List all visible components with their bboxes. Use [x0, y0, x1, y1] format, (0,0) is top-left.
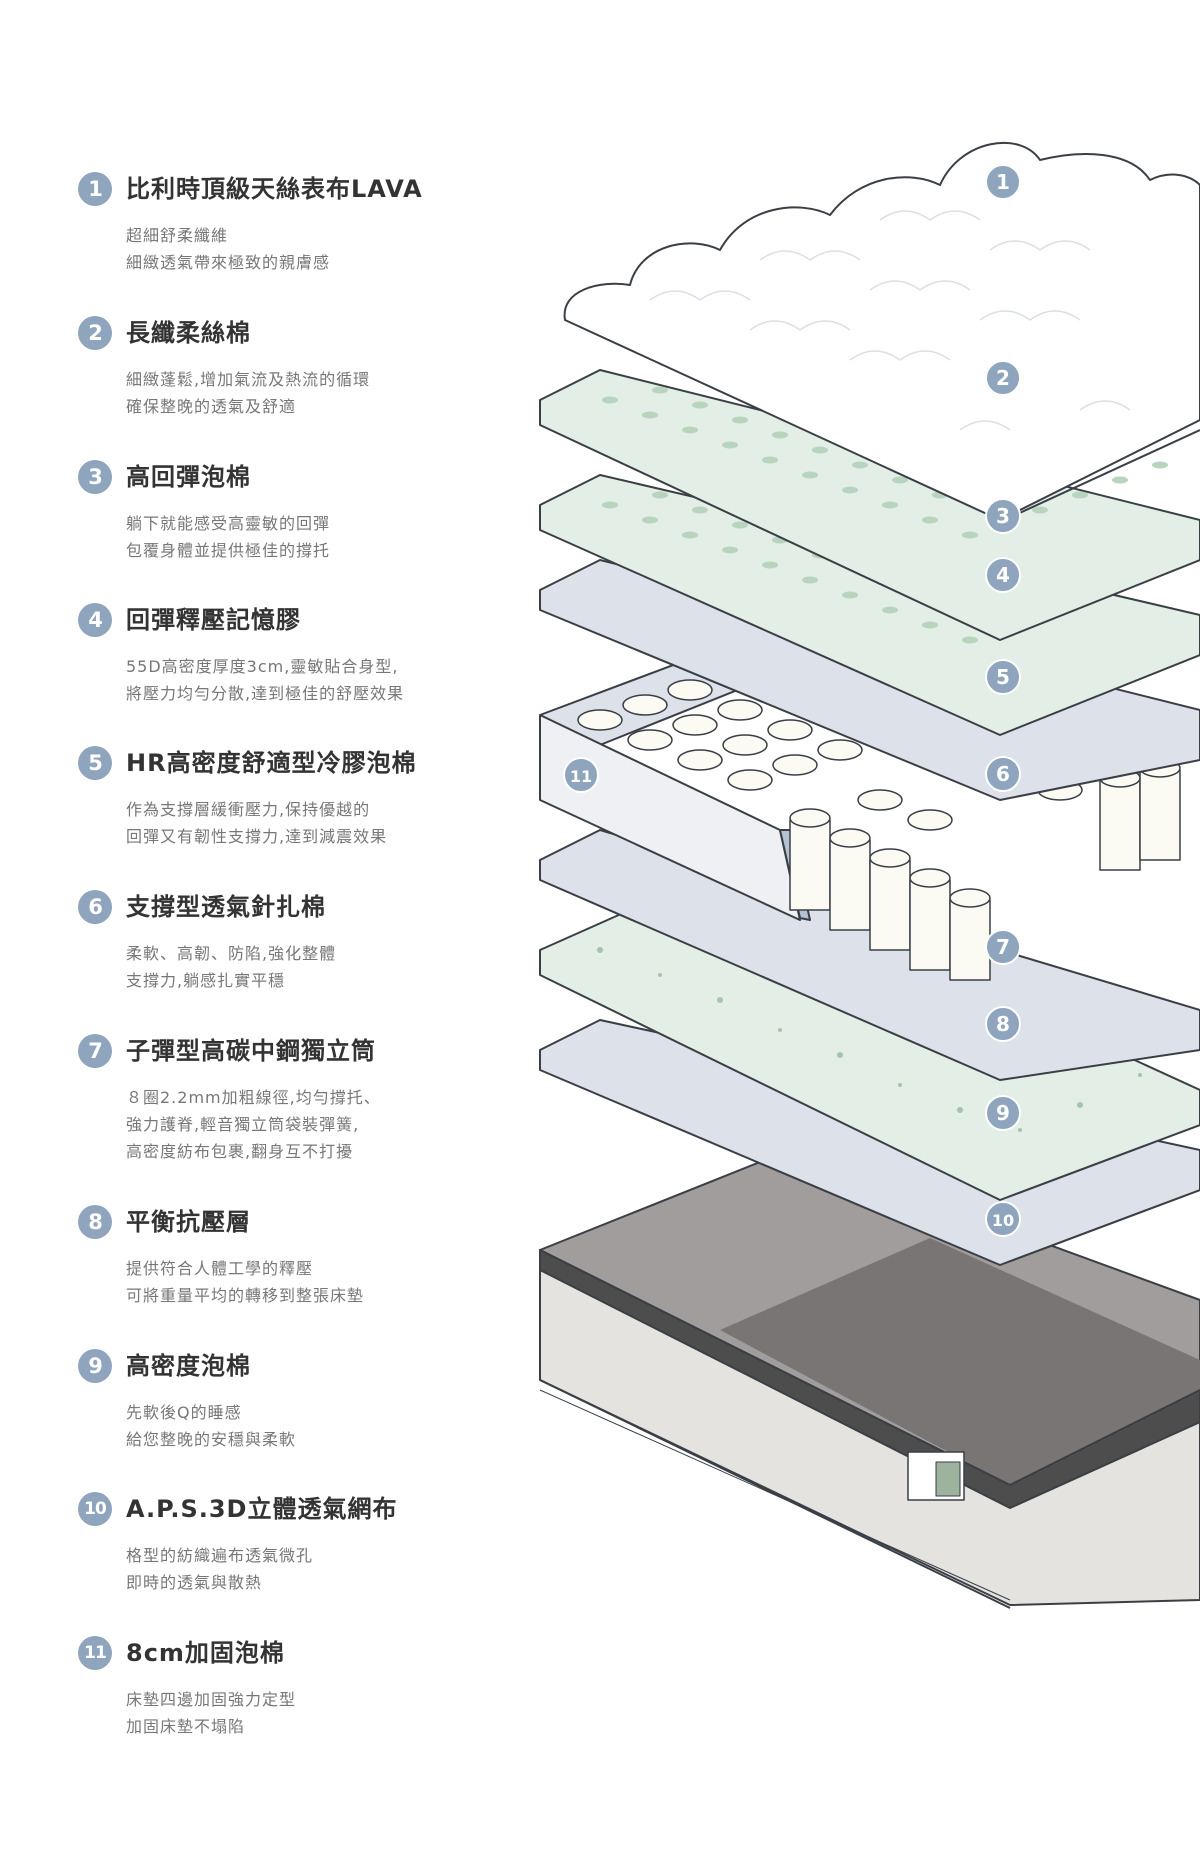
legend-description-line: 將壓力均勻分散,達到極佳的舒壓效果: [126, 684, 405, 703]
legend-description-line: 提供符合人體工學的釋壓: [126, 1259, 314, 1278]
marker-label: 6: [996, 762, 1010, 786]
marker-1: 1: [985, 164, 1021, 200]
legend-description: 提供符合人體工學的釋壓可將重量平均的轉移到整張床墊: [126, 1255, 364, 1309]
marker-label: 4: [996, 563, 1010, 587]
legend-title: 回彈釋壓記憶膠: [126, 606, 301, 634]
legend-description: 55D高密度厚度3cm,靈敏貼合身型, 將壓力均勻分散,達到極佳的舒壓效果: [126, 653, 404, 707]
legend-title: A.P.S.3D立體透氣網布: [126, 1495, 398, 1523]
legend-description: 先軟後Q的睡感給您整晚的安穩與柔軟: [126, 1399, 296, 1453]
legend-number-badge: 11: [78, 1636, 112, 1670]
marker-2: 2: [985, 360, 1021, 396]
marker-label: 5: [996, 665, 1010, 689]
legend-number-badge: 2: [78, 316, 112, 350]
legend-number-badge: 7: [78, 1034, 112, 1068]
legend-description: 細緻蓬鬆,增加氣流及熱流的循環確保整晚的透氣及舒適: [126, 366, 370, 420]
marker-label: 9: [996, 1101, 1010, 1125]
legend-description-line: ８圈2.2mm加粗線徑,均勻撐托、: [126, 1088, 381, 1107]
legend-description: 躺下就能感受高靈敏的回彈包覆身體並提供極佳的撐托: [126, 510, 330, 564]
legend-title: 比利時頂級天絲表布LAVA: [126, 175, 423, 203]
legend-description-line: 細緻透氣帶來極致的親膚感: [126, 253, 331, 272]
legend-description: 柔軟、高韌、防陷,強化整體支撐力,躺感扎實平穩: [126, 940, 336, 994]
marker-8: 8: [985, 1006, 1021, 1042]
marker-label: 8: [996, 1012, 1010, 1036]
legend-description-line: 強力護脊,輕音獨立筒袋裝彈簧,: [126, 1115, 360, 1134]
layer-8-sheet: [539, 829, 1200, 1081]
mattress-base: [539, 1149, 1200, 1609]
marker-label: 1: [996, 170, 1010, 194]
marker-7: 7: [985, 929, 1021, 965]
legend-description-line: 可將重量平均的轉移到整張床墊: [126, 1286, 365, 1305]
legend-description-line: 包覆身體並提供極佳的撐托: [126, 541, 331, 560]
layer-1-fabric: [563, 141, 1200, 523]
legend-number-badge: 6: [78, 890, 112, 924]
legend-number-badge: 4: [78, 603, 112, 637]
legend-number-badge: 9: [78, 1349, 112, 1383]
legend-description-line: 回彈又有韌性支撐力,達到減震效果: [126, 827, 388, 846]
legend-title: 支撐型透氣針扎棉: [126, 893, 326, 921]
legend-number-badge: 8: [78, 1205, 112, 1239]
legend-title: 高回彈泡棉: [126, 463, 251, 491]
marker-label: 10: [992, 1211, 1014, 1230]
marker-6: 6: [985, 756, 1021, 792]
layer-4-latex: [539, 369, 1200, 641]
layer-7-springs: [577, 679, 1181, 981]
legend-number-badge: 5: [78, 746, 112, 780]
legend-description: 作為支撐層緩衝壓力,保持優越的回彈又有韌性支撐力,達到減震效果: [126, 796, 387, 850]
marker-label: 11: [570, 767, 592, 786]
layer-6-sheet: [539, 559, 1200, 801]
marker-3: 3: [985, 498, 1021, 534]
legend-description: 格型的紡織遍布透氣微孔即時的透氣與散熱: [126, 1542, 313, 1596]
legend-description-line: 先軟後Q的睡感: [126, 1403, 242, 1422]
legend-description-line: 高密度紡布包裹,翻身互不打擾: [126, 1142, 354, 1161]
marker-4: 4: [985, 557, 1021, 593]
legend-description: ８圈2.2mm加粗線徑,均勻撐托、強力護脊,輕音獨立筒袋裝彈簧, 高密度紡布包裹,…: [126, 1084, 381, 1165]
legend-description-line: 支撐力,躺感扎實平穩: [126, 971, 286, 990]
marker-label: 2: [996, 366, 1010, 390]
marker-10: 10: [985, 1201, 1021, 1237]
marker-label: 7: [996, 935, 1010, 959]
legend-description: 床墊四邊加固強力定型加固床墊不塌陷: [126, 1686, 296, 1740]
legend-description-line: 格型的紡織遍布透氣微孔: [126, 1546, 314, 1565]
legend-description-line: 柔軟、高韌、防陷,強化整體: [126, 944, 337, 963]
legend-description-line: 給您整晚的安穩與柔軟: [126, 1430, 297, 1449]
legend-description-line: 即時的透氣與散熱: [126, 1573, 263, 1592]
legend-number-badge: 3: [78, 460, 112, 494]
legend-number-badge: 10: [78, 1492, 112, 1526]
legend-description: 超細舒柔纖維細緻透氣帶來極致的親膚感: [126, 222, 330, 276]
legend-number-badge: 1: [78, 172, 112, 206]
legend-title: 平衡抗壓層: [126, 1208, 251, 1236]
marker-9: 9: [985, 1095, 1021, 1131]
legend-description-line: 55D高密度厚度3cm,靈敏貼合身型,: [126, 657, 399, 676]
diagram-markers: 1 2 3 4 5 6 7 8 9 10 11: [563, 164, 1021, 1237]
legend-title: 子彈型高碳中鋼獨立筒: [126, 1037, 376, 1065]
legend-description-line: 床墊四邊加固強力定型: [126, 1690, 297, 1709]
legend-description-line: 確保整晚的透氣及舒適: [126, 397, 297, 416]
legend-title: 8cm加固泡棉: [126, 1639, 285, 1667]
legend-title: 高密度泡棉: [126, 1352, 251, 1380]
legend-title: 長纖柔絲棉: [126, 319, 251, 347]
marker-label: 3: [996, 504, 1010, 528]
legend-description-line: 超細舒柔纖維: [126, 226, 229, 245]
legend-description-line: 作為支撐層緩衝壓力,保持優越的: [126, 800, 371, 819]
legend-description-line: 細緻蓬鬆,增加氣流及熱流的循環: [126, 370, 371, 389]
legend-description-line: 加固床墊不塌陷: [126, 1717, 246, 1736]
marker-11: 11: [563, 757, 599, 793]
legend-title: HR高密度舒適型冷膠泡棉: [126, 749, 417, 777]
layer-10-sheet: [539, 1019, 1200, 1266]
marker-5: 5: [985, 659, 1021, 695]
legend-description-line: 躺下就能感受高靈敏的回彈: [126, 514, 331, 533]
